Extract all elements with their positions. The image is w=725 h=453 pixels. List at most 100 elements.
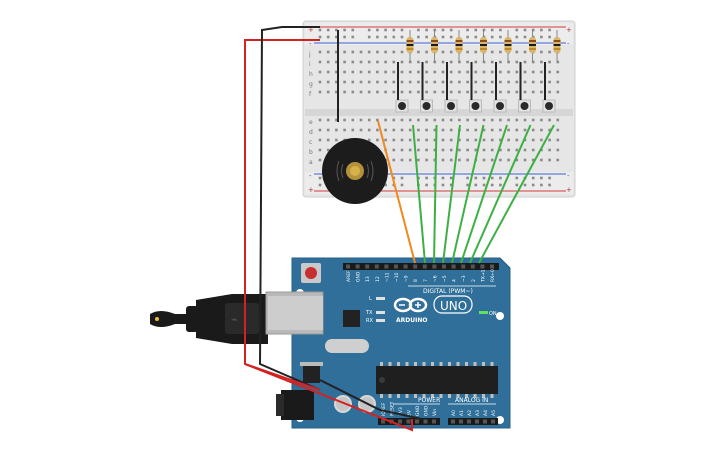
digital-pin-label: GND <box>356 271 362 282</box>
rail-minus-top-right: - <box>567 40 570 48</box>
uno-model: UNO <box>440 299 467 313</box>
wire-black-gnd-tail[interactable] <box>319 379 423 420</box>
digital-header <box>343 263 499 270</box>
digital-pin-label: ~9 <box>404 275 410 282</box>
analog-pin-label: A2 <box>467 410 473 416</box>
wire-green[interactable] <box>460 124 508 264</box>
row-letter-f: f <box>309 91 312 98</box>
arduino-logo <box>393 297 428 313</box>
pushbutton[interactable] <box>469 99 482 113</box>
digital-pin-label: 8 <box>413 279 419 282</box>
resistor[interactable] <box>431 30 438 62</box>
rail-minus-top-left: - <box>309 40 312 48</box>
uno-badge <box>433 295 473 314</box>
power-pin-label: GND <box>424 405 430 416</box>
digital-pin-label: TX→1 <box>480 269 486 283</box>
rail-minus-bottom-left: - <box>309 172 312 180</box>
power-pin-label: IOREF <box>381 402 387 416</box>
usb-chip <box>343 310 360 327</box>
pushbutton[interactable] <box>542 99 556 113</box>
digital-header-holes <box>346 264 494 269</box>
digital-pin-label: RX←0 <box>490 269 496 282</box>
digital-label: DIGITAL (PWM~) <box>423 288 473 295</box>
pushbutton[interactable] <box>420 99 433 113</box>
usb-cable[interactable]: ⌁ <box>150 291 324 344</box>
svg-text:⌁: ⌁ <box>231 313 238 326</box>
voltage-regulator <box>303 365 320 383</box>
rx-led-label: RX <box>366 318 373 324</box>
crystal <box>325 339 369 353</box>
wire-green[interactable] <box>442 124 461 264</box>
digital-pin-label: AREF <box>346 270 352 282</box>
tx-led-label: TX <box>365 310 373 316</box>
rail-plus-bottom-right: + <box>566 186 572 194</box>
digital-pin-label: ~6 <box>432 275 438 282</box>
green-wire-group <box>412 124 555 264</box>
digital-pin-label: 4 <box>452 279 458 282</box>
power-pin-label: RESET <box>390 401 396 416</box>
pushbutton[interactable] <box>444 99 458 113</box>
analog-pin-label: A3 <box>475 410 481 416</box>
on-led <box>479 311 488 314</box>
digital-pin-label: 13 <box>365 276 371 282</box>
wire-green[interactable] <box>451 124 485 264</box>
wire-green[interactable] <box>478 124 555 264</box>
wire-black-gnd[interactable] <box>258 26 321 391</box>
row-letter-c: c <box>309 139 312 146</box>
rail-plus-top-right: + <box>566 26 572 34</box>
wire-green[interactable] <box>469 124 532 264</box>
resistor-group <box>406 30 561 62</box>
rail-plus-top-left: + <box>308 26 314 34</box>
resistor[interactable] <box>553 30 561 62</box>
analog-pin-label: A0 <box>451 410 457 416</box>
wire-green[interactable] <box>433 124 438 264</box>
digital-pin-label: 7 <box>423 279 429 282</box>
digital-pin-label: 2 <box>471 279 477 282</box>
row-letter-g: g <box>309 81 313 88</box>
pushbutton-group <box>395 99 556 113</box>
row-letter-e: e <box>309 119 313 126</box>
power-pin-label: Vin <box>432 409 438 416</box>
power-pin-label: 5V <box>407 409 413 416</box>
wire-red-5v-tail[interactable] <box>244 363 321 391</box>
digital-pin-label: 12 <box>375 276 381 282</box>
power-jack[interactable] <box>281 390 314 420</box>
power-pin-label: GND <box>415 405 421 416</box>
pushbutton[interactable] <box>493 99 507 113</box>
power-pin-label: 3V3 <box>398 407 404 416</box>
rail-plus-bottom-left: + <box>308 186 314 194</box>
analog-header-holes <box>451 419 495 424</box>
arduino-brand: ARDUINO <box>396 317 427 324</box>
resistor[interactable] <box>529 30 536 62</box>
digital-pin-label: ~3 <box>461 275 467 282</box>
row-letter-j: j <box>308 51 311 58</box>
digital-pin-label: ~5 <box>442 275 448 282</box>
rail-minus-bottom-right: - <box>567 172 570 180</box>
analog-pin-label: A4 <box>483 410 489 416</box>
power-label: POWER <box>418 397 440 404</box>
analog-pin-label: A1 <box>459 410 465 416</box>
wire-orange-buzzer[interactable] <box>377 120 416 264</box>
analog-pin-label: A5 <box>491 410 497 416</box>
resistor[interactable] <box>406 30 414 62</box>
piezo-buzzer[interactable] <box>322 138 388 204</box>
reset-button[interactable] <box>305 267 317 279</box>
digital-pin-label: ~10 <box>394 272 400 282</box>
resistor-leads <box>397 62 546 100</box>
l-led-label: L <box>369 296 372 302</box>
row-letter-d: d <box>309 129 313 136</box>
resistor[interactable] <box>480 30 487 62</box>
row-letter-b: b <box>309 149 313 156</box>
pushbutton[interactable] <box>518 99 531 113</box>
digital-pin-label: ~11 <box>384 272 390 282</box>
wire-green[interactable] <box>412 124 426 264</box>
resistor[interactable] <box>455 30 463 62</box>
analog-label: ANALOG IN <box>455 397 488 404</box>
resistor[interactable] <box>504 30 512 62</box>
pushbutton[interactable] <box>395 99 409 113</box>
